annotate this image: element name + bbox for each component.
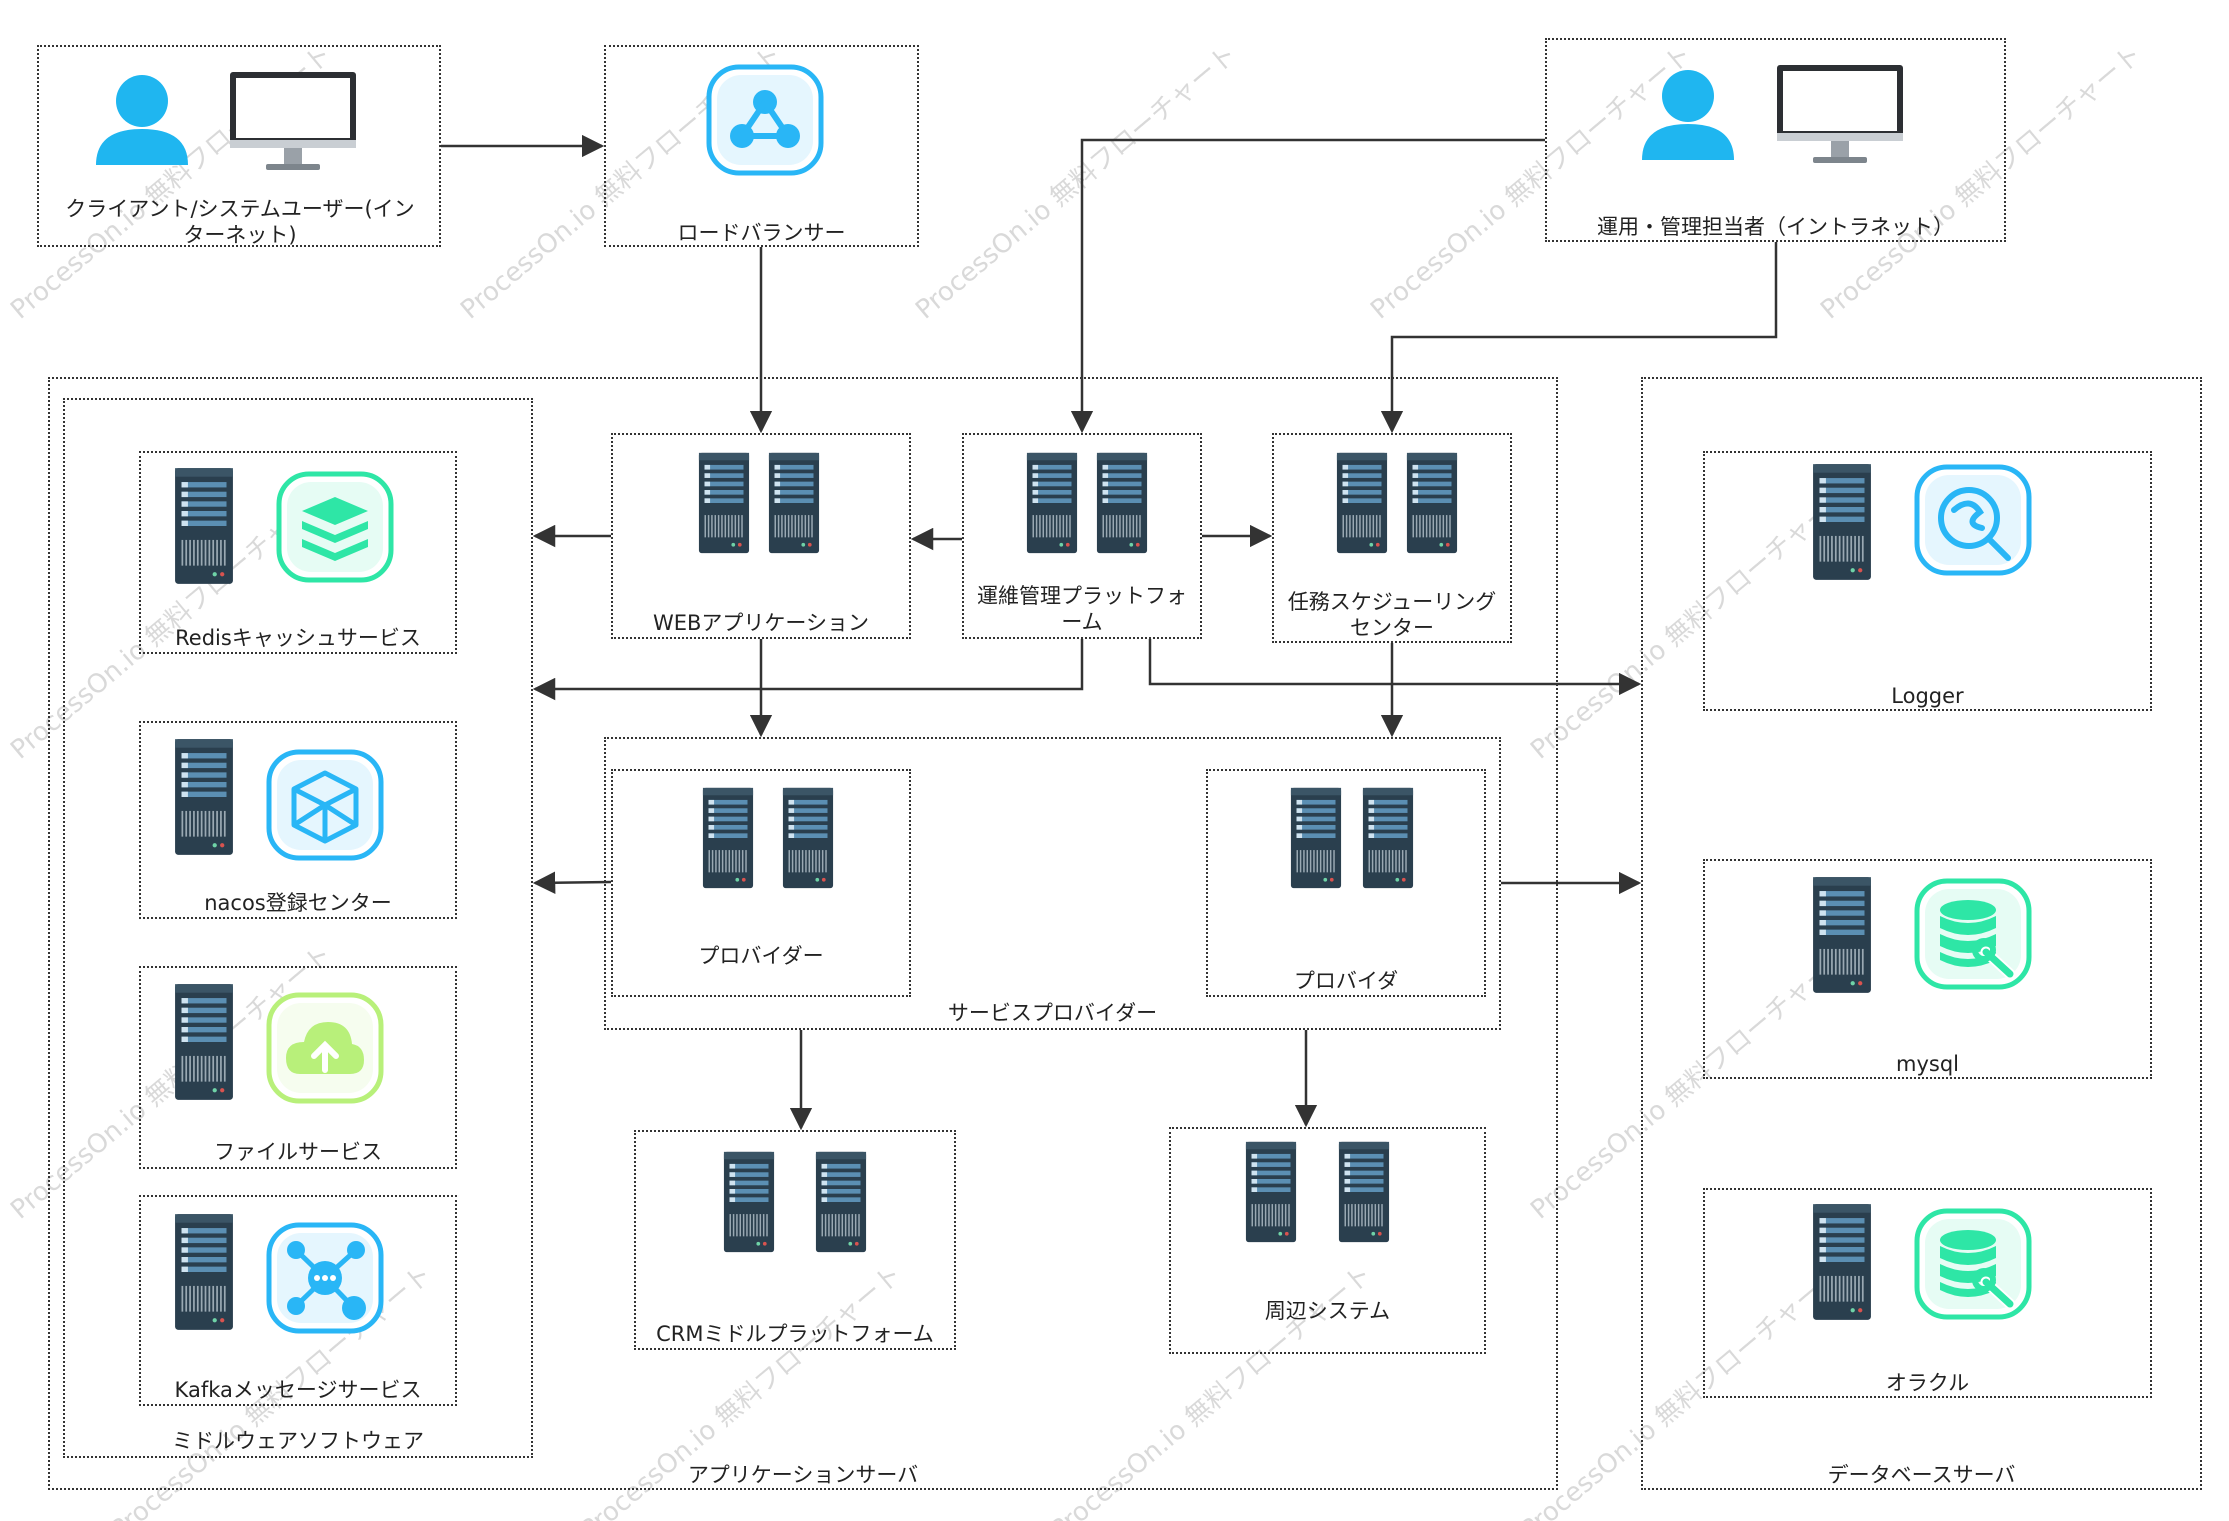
ops-platform-node[interactable] (962, 433, 1202, 639)
scheduler-label: 任務スケジューリングセンター (1287, 590, 1497, 640)
client-node[interactable] (37, 45, 441, 247)
app-server-group-label: アプリケーションサーバ (687, 1463, 919, 1487)
cloud-upload-icon (264, 990, 386, 1106)
database-wrench-icon (1912, 876, 2034, 992)
web-app-label: WEBアプリケーション (652, 611, 870, 635)
client-label: クライアント/システムユーザー(インターネット) (65, 197, 415, 247)
mysql-node[interactable] (1703, 859, 2152, 1079)
oracle-label: オラクル (1885, 1371, 1970, 1395)
mysql-label: mysql (1896, 1052, 1959, 1076)
server-icon (174, 735, 234, 859)
db-server-group-label: データベースサーバ (1827, 1463, 2016, 1487)
layers-icon (274, 469, 396, 585)
server-icon (1290, 786, 1342, 890)
file-service-node[interactable] (139, 966, 457, 1169)
logger-node[interactable] (1703, 451, 2152, 711)
cube-icon (264, 747, 386, 863)
provider-1-node[interactable] (611, 769, 911, 997)
load-balancer-node[interactable] (604, 45, 919, 247)
provider-2-node[interactable] (1206, 769, 1486, 997)
provider-1-label: プロバイダー (698, 944, 824, 968)
monitor-icon (1775, 63, 1905, 167)
server-icon (1812, 1200, 1872, 1324)
server-icon (1245, 1140, 1297, 1244)
redis-node[interactable] (139, 451, 457, 654)
server-icon (1338, 1140, 1390, 1244)
database-wrench-icon (1912, 1206, 2034, 1322)
server-icon (1812, 873, 1872, 997)
server-icon (702, 786, 754, 890)
server-icon (174, 980, 234, 1104)
load-balancer-label: ロードバランサー (677, 221, 846, 245)
server-icon (1336, 451, 1388, 555)
watermark-text: ProcessOn.io 無料フローチャート (910, 39, 1243, 325)
logger-label: Logger (1891, 684, 1964, 708)
server-icon (1096, 451, 1148, 555)
nacos-node[interactable] (139, 721, 457, 919)
nacos-label: nacos登録センター (204, 891, 392, 915)
server-icon (1026, 451, 1078, 555)
person-icon (1640, 68, 1736, 160)
service-provider-group-label: サービスプロバイダー (947, 1001, 1158, 1025)
peripheral-node[interactable] (1169, 1127, 1486, 1354)
oracle-node[interactable] (1703, 1188, 2152, 1398)
server-icon (768, 451, 820, 555)
server-icon (174, 1210, 234, 1334)
admin-node[interactable] (1545, 38, 2006, 242)
redis-label: Redisキャッシュサービス (175, 626, 421, 650)
server-icon (174, 464, 234, 588)
search-log-icon (1912, 462, 2034, 578)
server-icon (1362, 786, 1414, 890)
server-icon (698, 451, 750, 555)
provider-2-label: プロバイダ (1293, 969, 1399, 993)
kafka-label: Kafkaメッセージサービス (174, 1378, 422, 1402)
server-icon (815, 1150, 867, 1254)
middleware-group-label: ミドルウェアソフトウェア (172, 1429, 424, 1453)
ops-platform-label: 運維管理プラットフォーム (977, 584, 1187, 634)
share-network-icon (704, 62, 826, 178)
admin-label: 運用・管理担当者（イントラネット） (1597, 215, 1954, 239)
db-server-group (1641, 377, 2202, 1490)
app-server-group (48, 377, 1558, 1490)
middleware-group (63, 398, 533, 1458)
person-icon (94, 73, 190, 165)
monitor-icon (228, 70, 358, 174)
server-icon (723, 1150, 775, 1254)
server-icon (1812, 460, 1872, 584)
peripheral-label: 周辺システム (1264, 1299, 1391, 1323)
web-app-node[interactable] (611, 433, 911, 639)
crm-label: CRMミドルプラットフォーム (656, 1322, 934, 1346)
kafka-node[interactable] (139, 1195, 457, 1406)
server-icon (782, 786, 834, 890)
server-icon (1406, 451, 1458, 555)
crm-node[interactable] (634, 1130, 956, 1350)
file-service-label: ファイルサービス (214, 1140, 382, 1164)
message-hub-icon (264, 1220, 386, 1336)
